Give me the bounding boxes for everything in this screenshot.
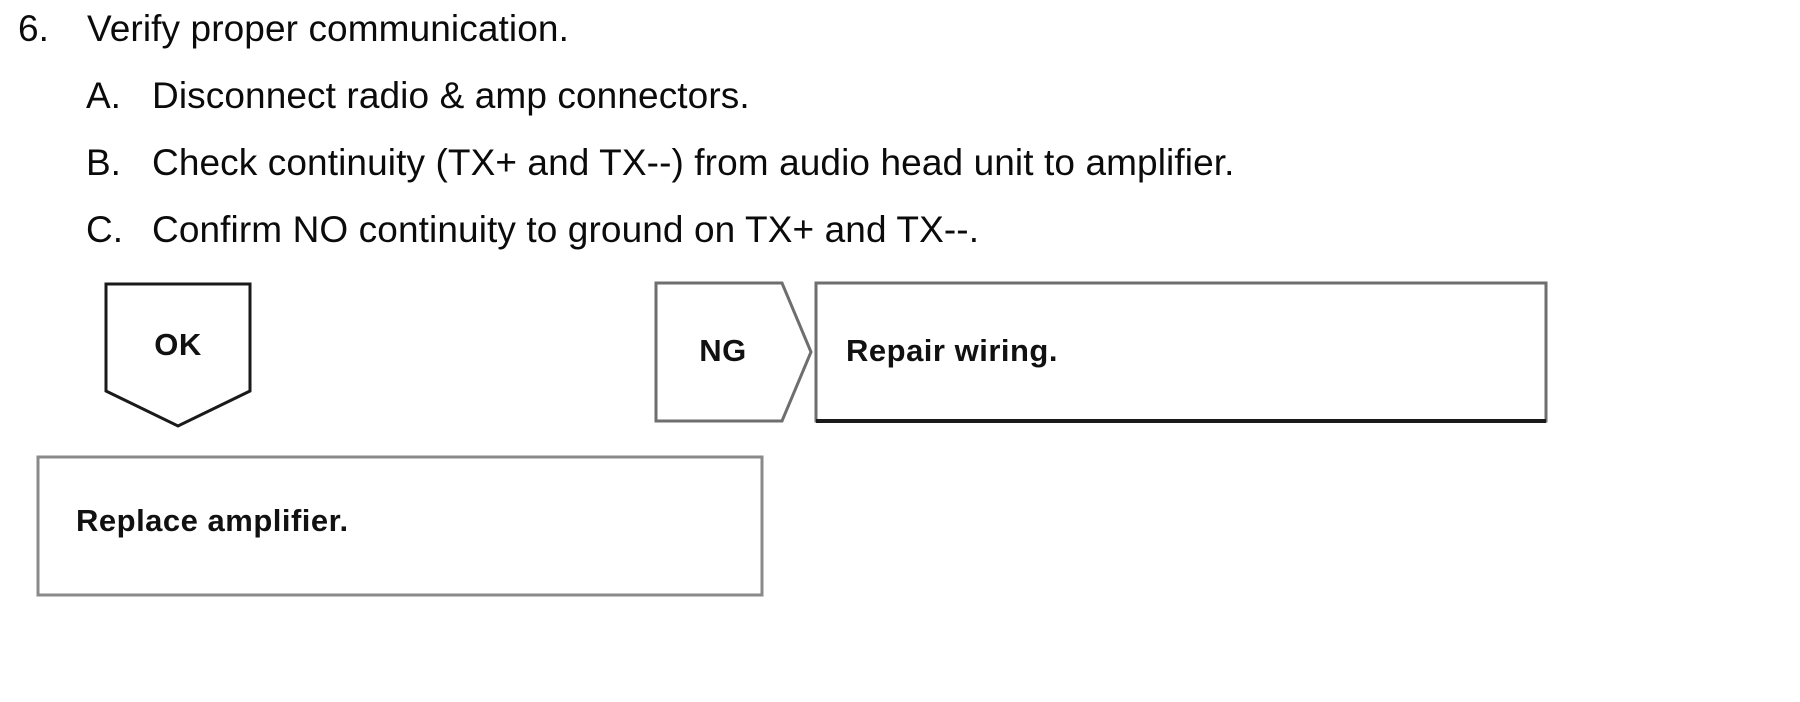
step-title-6: Verify proper communication. [87,8,569,49]
flow-node-ng-pentagon [654,281,814,423]
flow-node-replace-box [36,455,764,597]
step-number-6: 6. [18,8,49,49]
pentagon-right-icon [654,281,813,423]
substep-text-c: Confirm NO continuity to ground on TX+ a… [152,209,980,250]
pentagon-down-icon [104,282,252,428]
substep-marker-c: C. [86,209,123,250]
flow-node-repair-label: Repair wiring. [846,333,1058,368]
substep-text-a: Disconnect radio & amp connectors. [152,75,750,116]
flow-node-replace-label: Replace amplifier. [76,503,349,538]
substep-text-b: Check continuity (TX+ and TX--) from aud… [152,142,1235,183]
flow-node-ok-label: OK [154,327,202,362]
flow-node-ng-label: NG [699,333,747,368]
flow-node-repair-box [814,281,1548,423]
substep-marker-a: A. [86,75,121,116]
substep-marker-b: B. [86,142,121,183]
flow-node-ok-pentagon [103,281,253,429]
rectangle-icon [814,281,1548,423]
rectangle-icon [36,455,764,597]
